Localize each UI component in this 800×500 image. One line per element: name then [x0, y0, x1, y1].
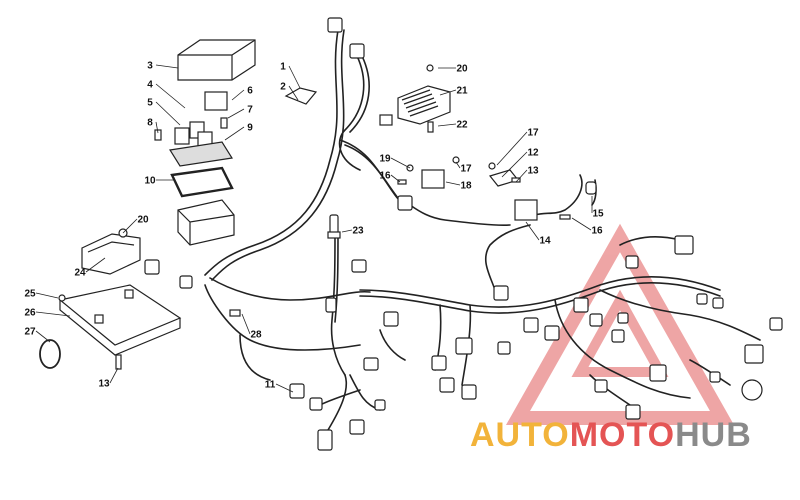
callout-c4: 4 [147, 80, 153, 91]
callout-line-c12 [501, 151, 528, 178]
sensor-23 [327, 214, 341, 239]
callout-c8: 8 [147, 118, 153, 129]
harness-wires [204, 29, 761, 431]
callout-line-c13a [515, 169, 528, 183]
callout-line-c20b [122, 218, 138, 234]
callout-c19: 19 [379, 154, 391, 165]
callout-line-c5 [155, 101, 181, 126]
relay-small-1 [174, 127, 190, 145]
callout-line-c6 [231, 89, 245, 101]
callout-line-c27 [35, 330, 51, 343]
callout-c6: 6 [247, 86, 253, 97]
callout-line-c21 [439, 89, 457, 96]
callout-line-c13b [109, 367, 119, 384]
voltage-regulator-21 [379, 64, 451, 133]
callout-c14: 14 [539, 236, 551, 247]
callout-line-c16b [571, 217, 592, 231]
relay-18-bracket [397, 156, 460, 189]
nut-17b [488, 162, 496, 170]
relay-large [204, 91, 228, 111]
bolt-22 [427, 121, 434, 133]
callout-c11: 11 [265, 380, 276, 391]
screw-16b [559, 214, 571, 220]
callout-c12: 12 [527, 148, 539, 159]
screw-25 [58, 294, 66, 302]
callout-c25: 25 [24, 289, 36, 300]
module-14-bracket-12 [488, 162, 597, 221]
callout-c16b: 16 [591, 226, 603, 237]
strap-27 [39, 339, 61, 369]
callout-c13a: 13 [527, 166, 539, 177]
callout-c21: 21 [456, 86, 468, 97]
callout-line-c7 [227, 108, 245, 119]
callout-c5: 5 [147, 98, 153, 109]
callout-line-c3 [155, 64, 179, 69]
callout-line-c9 [224, 126, 245, 141]
callout-line-c1 [288, 65, 301, 89]
bolt-13b [115, 354, 122, 370]
callout-line-c14 [525, 221, 540, 241]
callout-c27: 27 [24, 327, 36, 338]
fuse-block-base [177, 199, 235, 246]
callout-c18: 18 [460, 181, 472, 192]
watermark-logo [505, 223, 735, 425]
ecu-24 [81, 233, 141, 275]
callout-line-c28 [241, 313, 251, 335]
callout-c24: 24 [74, 268, 86, 279]
fuse-gasket-10 [170, 166, 234, 198]
relay-clip-left [154, 129, 162, 141]
fuse-box-assembly [154, 39, 256, 246]
watermark-text: AUTOMOTOHUB [470, 416, 752, 456]
callout-line-c16a [390, 174, 401, 183]
callout-line-c19 [390, 157, 411, 169]
watermark-part-moto: MOTO [569, 416, 676, 454]
callout-line-c18 [445, 181, 461, 186]
callout-line-c24 [85, 257, 106, 273]
callout-line-c11 [275, 383, 294, 393]
screw-16a [397, 179, 407, 185]
callout-leader-lines [35, 64, 593, 393]
callout-c23: 23 [352, 226, 364, 237]
callout-c28: 28 [250, 330, 262, 341]
callout-line-c25 [35, 292, 59, 299]
battery-tray-assembly [39, 228, 182, 370]
watermark-part-auto: AUTO [470, 416, 570, 454]
nut-17a [452, 156, 460, 164]
callout-line-c2 [288, 85, 299, 101]
plug-15 [585, 181, 597, 195]
callout-c20a: 20 [456, 64, 468, 75]
callout-c7: 7 [247, 105, 253, 116]
fuse-panel-9 [169, 141, 233, 167]
regulator-connector [379, 114, 393, 126]
callout-line-c4 [155, 83, 186, 109]
bolt-20 [426, 64, 434, 72]
callout-line-c22 [437, 123, 457, 127]
callout-c22: 22 [456, 120, 468, 131]
callout-c16a: 16 [379, 171, 391, 182]
callout-line-c17b [455, 161, 461, 169]
callout-line-c17a [496, 131, 528, 166]
callout-c17b: 17 [460, 164, 472, 175]
callout-line-c8 [155, 121, 159, 134]
callout-c17a: 17 [527, 128, 539, 139]
callout-line-c26 [35, 311, 71, 317]
watermark-part-hub: HUB [675, 416, 752, 454]
callout-c1: 1 [280, 62, 286, 73]
callout-c20b: 20 [137, 215, 149, 226]
callout-c26: 26 [24, 308, 36, 319]
connectors [144, 17, 783, 451]
callout-c2: 2 [280, 82, 286, 93]
callout-c13b: 13 [98, 379, 110, 390]
callout-line-c23 [341, 229, 353, 233]
callout-c3: 3 [147, 61, 153, 72]
callout-c9: 9 [247, 123, 253, 134]
callout-c10: 10 [144, 176, 156, 187]
relay-clip-right [220, 117, 228, 129]
callout-c15: 15 [592, 209, 604, 220]
